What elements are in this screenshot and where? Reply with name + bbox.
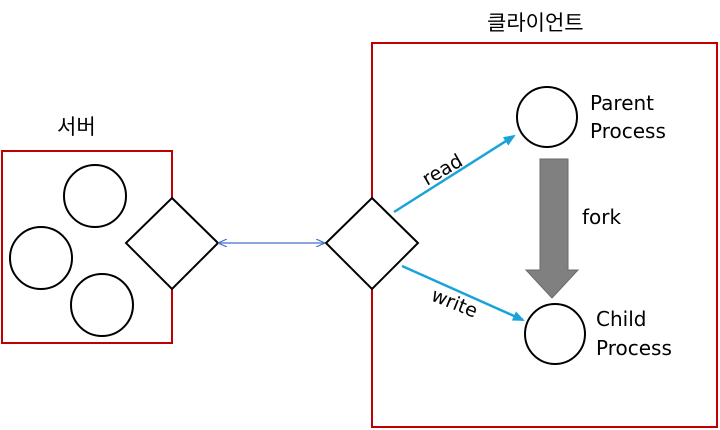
parent-process-circle [516,86,578,148]
server-process-circle-1 [63,164,127,228]
read-arrow [393,134,516,214]
server-socket-diamond [124,196,220,291]
client-socket-diamond [324,196,420,291]
child-process-circle [524,303,586,365]
client-title: 클라이언트 [487,11,584,35]
child-process-label-line2: Process [596,336,672,360]
server-group: 서버 [1,115,220,344]
fork-arrow [524,158,580,299]
parent-process-label-line1: Parent [590,91,654,115]
server-title: 서버 [57,115,96,139]
write-arrow [401,264,525,322]
read-label: read [419,150,467,190]
parent-process-label-line2: Process [590,119,666,143]
server-process-circle-2 [9,226,73,290]
fork-label: fork [582,205,622,229]
server-process-circle-3 [70,273,134,337]
child-process-label-line1: Child [596,307,646,331]
